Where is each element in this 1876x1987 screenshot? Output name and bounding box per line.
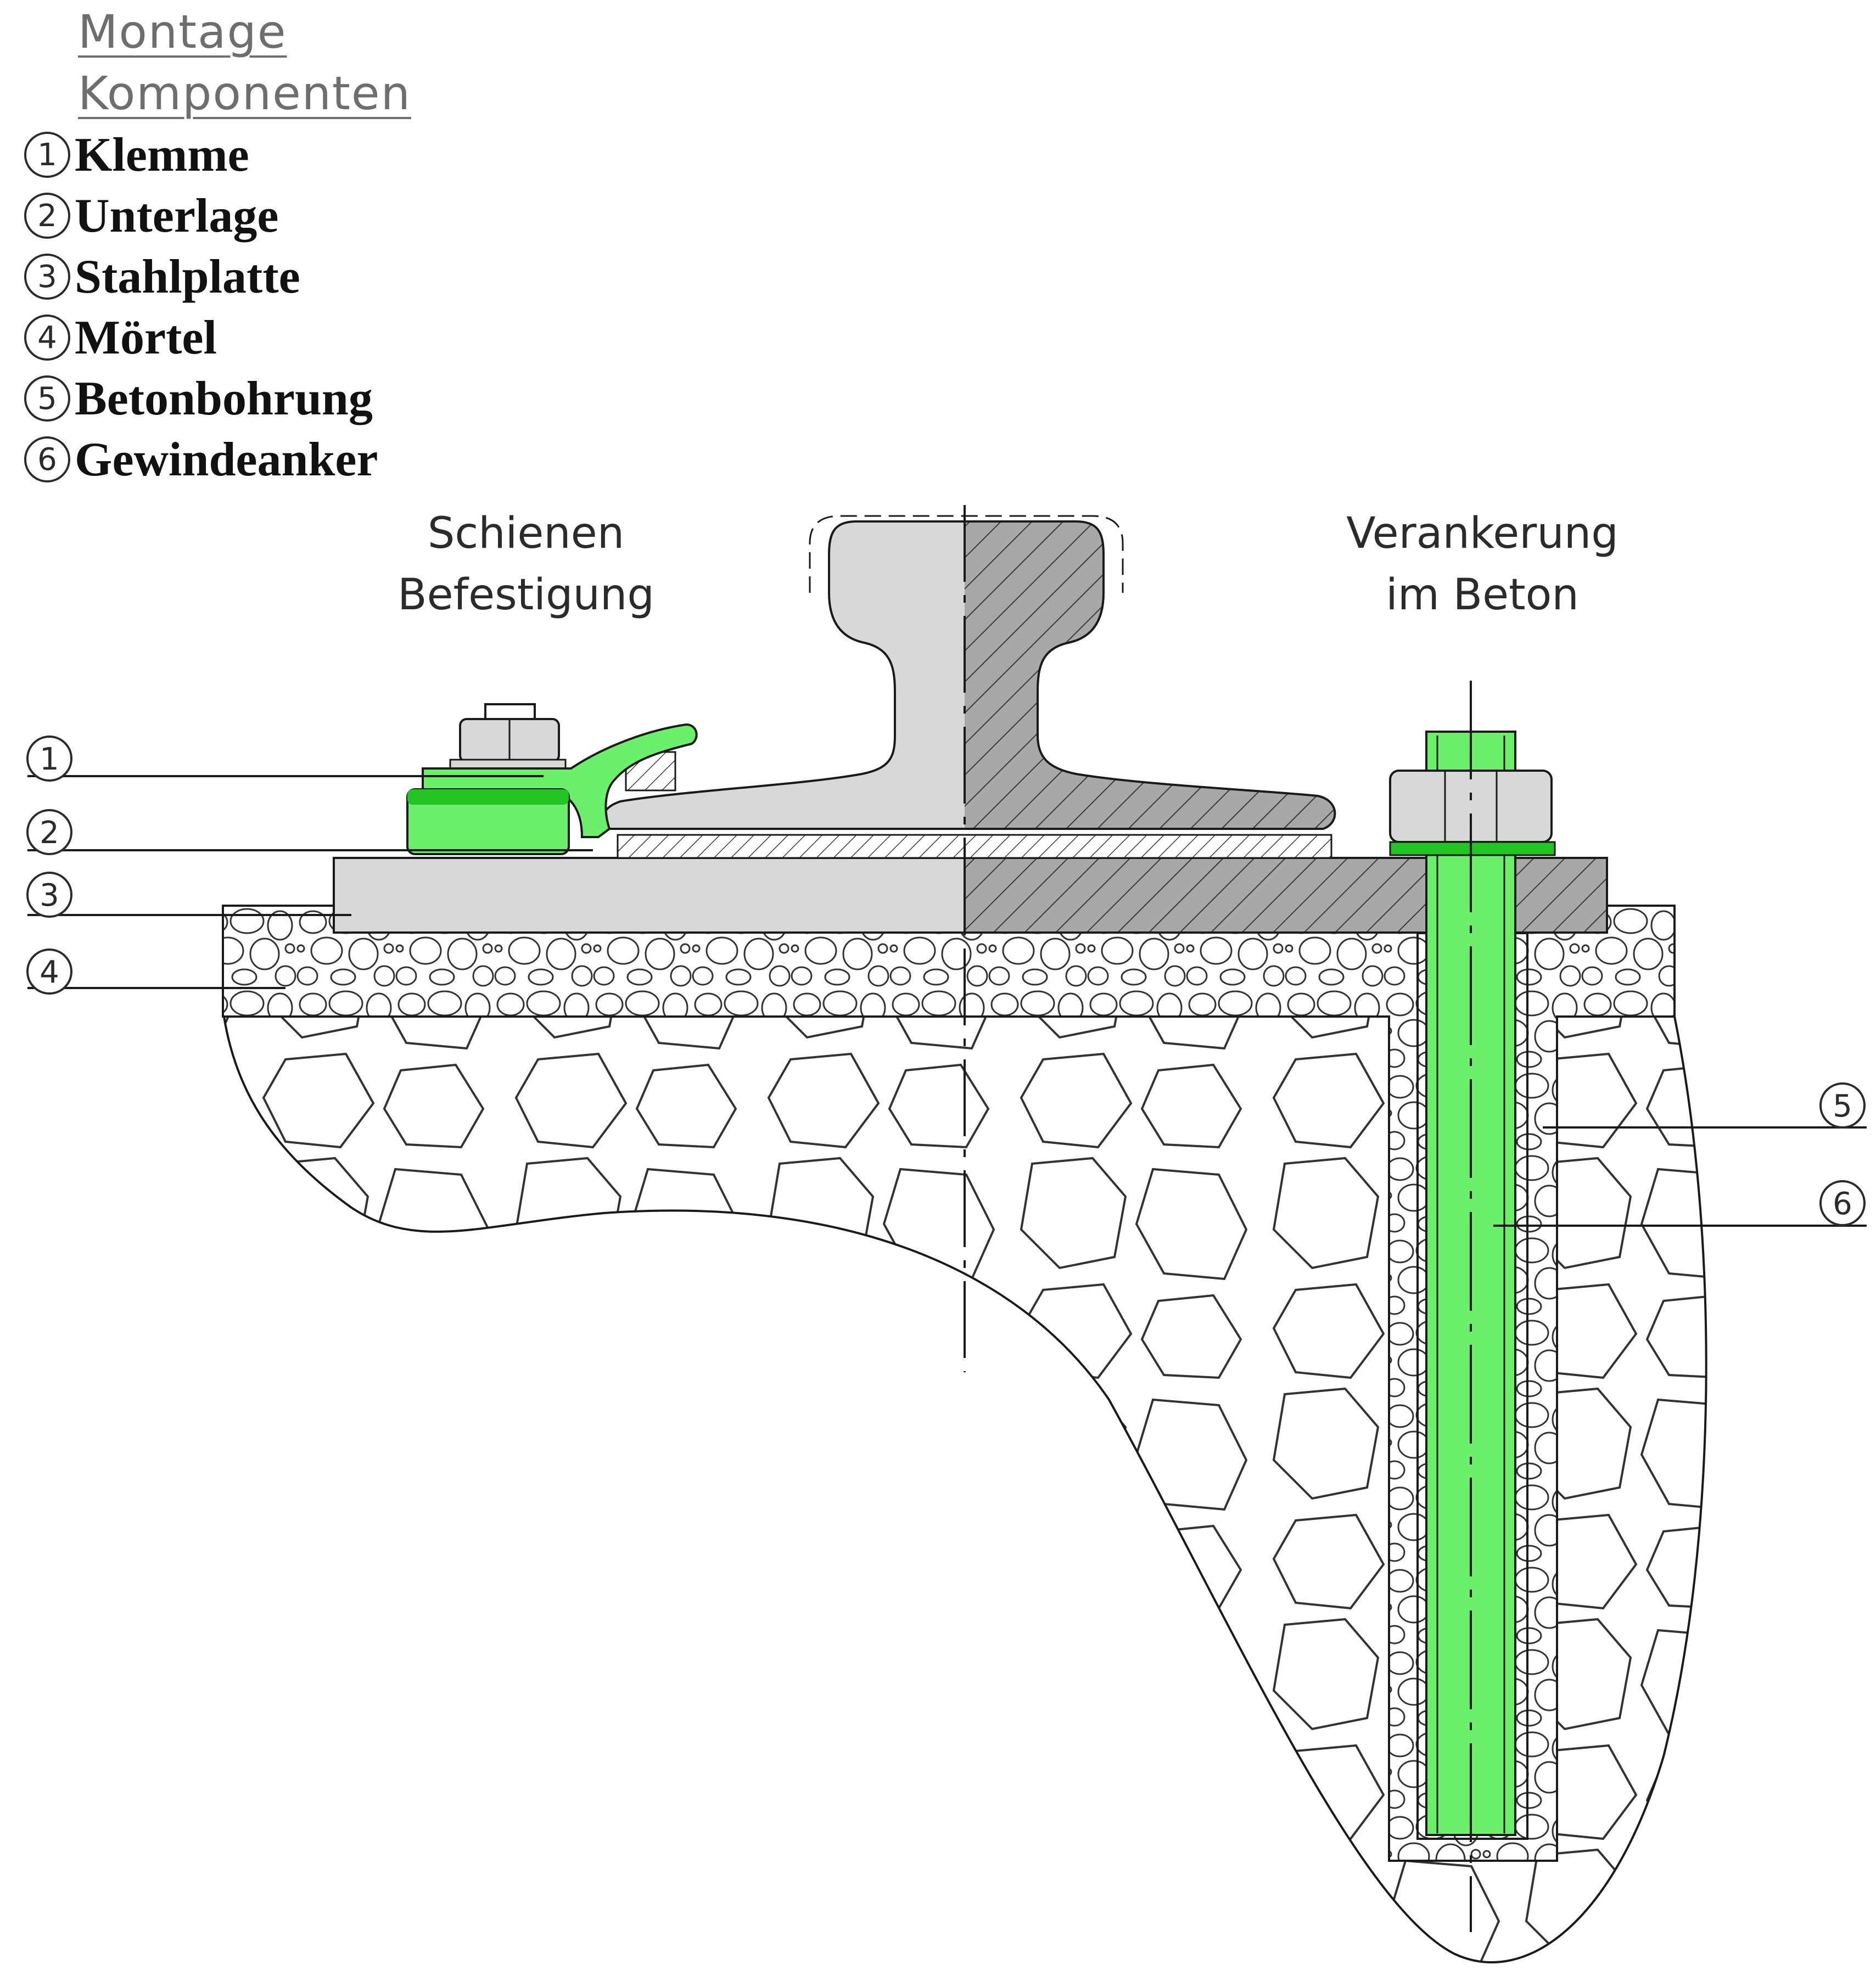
legend-item-moertel: 4 Mörtel <box>24 310 217 365</box>
legend-item-betonbohrung: 5 Betonbohrung <box>24 371 373 426</box>
callout-3-label: 3 <box>40 878 59 913</box>
rail-clamp <box>422 723 698 838</box>
callout-5-label: 5 <box>1833 1088 1852 1124</box>
legend-label-moertel: Mörtel <box>75 311 217 364</box>
title-befestigung: Befestigung <box>397 570 654 620</box>
header-montage: Montage <box>78 5 287 59</box>
rail-profile-left <box>601 520 965 830</box>
legend-item-stahlplatte: 3 Stahlplatte <box>24 249 300 304</box>
legend-label-stahlplatte: Stahlplatte <box>75 250 300 304</box>
rail-head-wear-outline <box>809 515 1124 593</box>
anchor-washer <box>1389 841 1556 856</box>
callout-6: 6 <box>1819 1180 1866 1226</box>
callout-2: 2 <box>26 809 72 855</box>
callout-1: 1 <box>26 736 72 782</box>
callout-1-label: 1 <box>40 742 59 777</box>
title-verankerung: Verankerung <box>1346 509 1618 558</box>
legend-number-6: 6 <box>24 436 70 482</box>
legend-label-klemme: Klemme <box>75 128 249 182</box>
legend-number-2: 2 <box>24 193 70 239</box>
callout-4: 4 <box>26 948 72 995</box>
legend-item-gewindeanker: 6 Gewindeanker <box>24 432 378 487</box>
callout-6-label: 6 <box>1833 1186 1852 1222</box>
rail-profile-right <box>965 520 1336 830</box>
legend-number-4: 4 <box>24 315 70 361</box>
legend-label-gewindeanker: Gewindeanker <box>75 433 378 486</box>
header-komponenten: Komponenten <box>78 66 411 120</box>
legend-label-unterlage: Unterlage <box>75 189 279 243</box>
clamp-base-highlight <box>407 789 569 805</box>
concrete-body <box>222 1015 1707 1963</box>
legend-item-unterlage: 2 Unterlage <box>24 188 278 243</box>
callout-4-label: 4 <box>40 955 59 990</box>
legend-number-3: 3 <box>24 254 70 300</box>
legend-label-betonbohrung: Betonbohrung <box>75 372 373 425</box>
callout-5: 5 <box>1819 1082 1866 1129</box>
legend-number-5: 5 <box>24 375 70 422</box>
title-schienen: Schienen <box>428 509 624 558</box>
title-im-beton: im Beton <box>1386 570 1579 620</box>
grout-layer <box>222 905 1676 1862</box>
steel-plate-left <box>333 857 966 934</box>
callout-2-label: 2 <box>40 815 59 851</box>
callout-3: 3 <box>26 872 72 918</box>
legend-item-klemme: 1 Klemme <box>24 127 249 182</box>
rail-pad <box>617 834 1332 859</box>
legend-number-1: 1 <box>24 132 70 178</box>
